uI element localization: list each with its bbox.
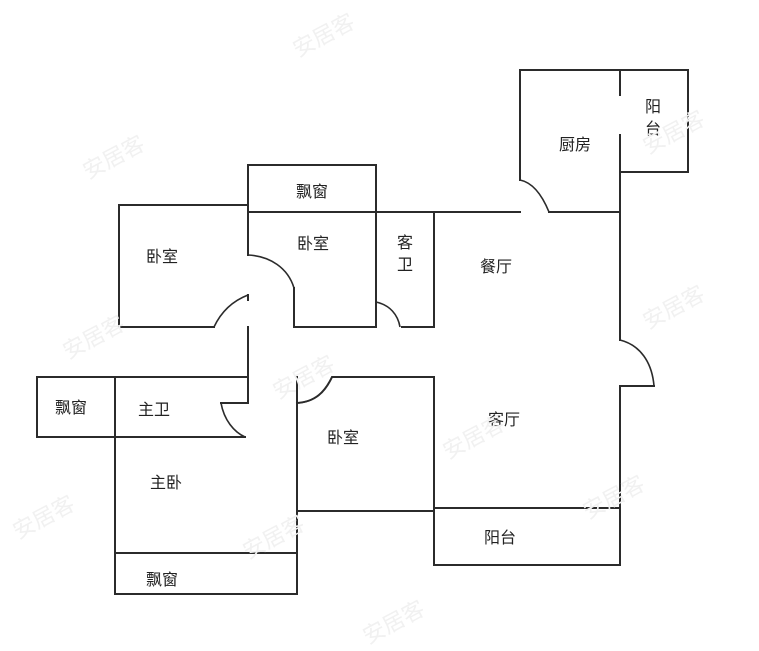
room-label-bay-window-left: 飘窗	[54, 398, 88, 417]
master-bath-walls	[36, 339, 249, 438]
room-label-living-room: 客厅	[487, 410, 521, 429]
room-label-master-bedroom: 主卧	[149, 473, 183, 492]
room-label-bay-window-top: 飘窗	[295, 182, 329, 201]
guest-bath-walls	[375, 211, 521, 328]
room-label-bedroom-left: 卧室	[145, 247, 179, 266]
bedroom-middle-walls	[247, 164, 377, 328]
bedroom-lower-walls	[295, 376, 435, 512]
room-label-balcony-top: 阳台	[642, 98, 661, 142]
main-right-walls	[619, 211, 655, 509]
master-bedroom-walls	[114, 376, 298, 595]
room-label-guest-bath: 客卫	[394, 234, 413, 278]
balcony-bottom-walls	[433, 507, 621, 566]
room-label-bay-window-bottom: 飘窗	[145, 570, 179, 589]
room-label-kitchen: 厨房	[558, 135, 592, 154]
kitchen-walls	[519, 69, 689, 213]
bedroom-left-walls	[118, 204, 249, 341]
room-label-dining: 餐厅	[479, 257, 513, 276]
room-label-bedroom-lower: 卧室	[326, 428, 360, 447]
room-label-master-bath: 主卫	[137, 400, 171, 419]
room-label-balcony-bottom: 阳台	[483, 528, 517, 547]
room-label-bedroom-middle: 卧室	[296, 234, 330, 253]
